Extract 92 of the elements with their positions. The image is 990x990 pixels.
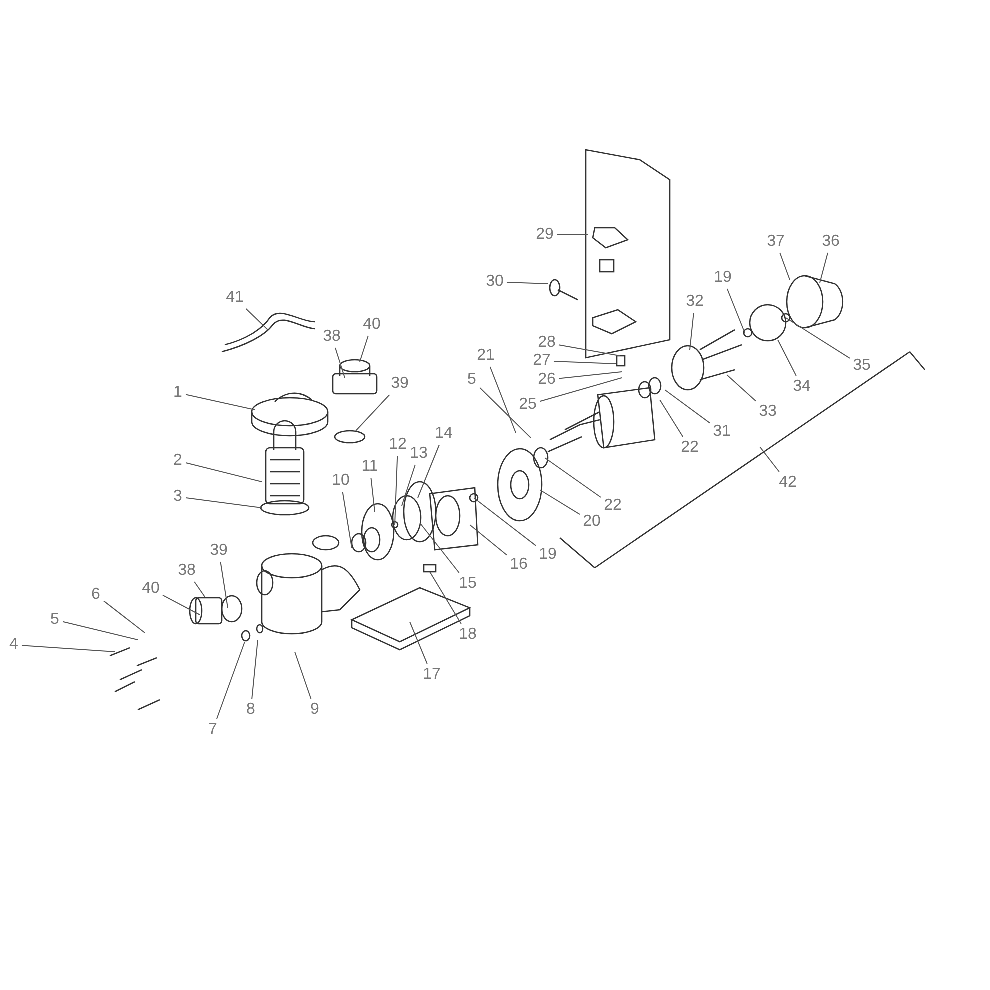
callout-number: 27 — [532, 352, 552, 370]
callout-number: 7 — [207, 721, 219, 739]
leader-line — [506, 282, 548, 284]
callout-number: 15 — [458, 575, 478, 593]
leader-line — [246, 308, 268, 330]
leader-line — [418, 444, 440, 498]
callout-number: 1 — [172, 384, 184, 402]
callout-number: 39 — [390, 375, 410, 393]
leader-line — [786, 318, 850, 359]
leader-line — [360, 336, 369, 362]
callout-number: 14 — [434, 425, 454, 443]
leader-line — [410, 622, 428, 664]
leader-line — [252, 640, 258, 700]
leader-line — [558, 344, 620, 356]
leader-line — [544, 458, 602, 498]
callout-number: 22 — [680, 439, 700, 457]
leader-line — [660, 400, 684, 438]
leader-line — [820, 252, 828, 284]
leader-line — [540, 490, 580, 516]
leader-line — [490, 366, 516, 434]
leader-line — [726, 288, 746, 334]
leader-line — [554, 361, 616, 364]
leader-line — [760, 446, 780, 472]
callout-number: 6 — [90, 586, 102, 604]
callout-number: 5 — [466, 371, 478, 389]
callout-number: 26 — [537, 371, 557, 389]
leader-line — [540, 378, 622, 402]
callout-number: 31 — [712, 423, 732, 441]
leader-line — [356, 394, 390, 432]
leader-line — [194, 582, 206, 598]
callout-number: 42 — [778, 474, 798, 492]
leader-line — [420, 522, 460, 574]
leader-line — [470, 524, 508, 556]
callout-number: 35 — [852, 357, 872, 375]
leader-line — [370, 478, 376, 512]
callout-number: 28 — [537, 334, 557, 352]
callout-number: 10 — [331, 472, 351, 490]
leader-line — [558, 372, 622, 380]
leader-line — [162, 594, 200, 616]
leader-line — [556, 234, 588, 236]
leader-line — [690, 312, 694, 350]
callout-number: 30 — [485, 273, 505, 291]
callout-number: 13 — [409, 445, 429, 463]
callout-number: 41 — [225, 289, 245, 307]
leader-line — [726, 374, 756, 402]
leader-line — [186, 394, 256, 410]
leader-line — [104, 600, 146, 634]
leader-line — [62, 621, 138, 640]
callout-number: 32 — [685, 293, 705, 311]
leader-line — [216, 642, 246, 720]
callout-number: 38 — [322, 328, 342, 346]
callout-number: 38 — [177, 562, 197, 580]
leader-line — [22, 645, 116, 652]
callout-number: 8 — [245, 701, 257, 719]
callout-number: 40 — [362, 316, 382, 334]
callout-number: 39 — [209, 542, 229, 560]
callout-number: 20 — [582, 513, 602, 531]
callout-number: 5 — [49, 611, 61, 629]
callout-number: 4 — [8, 636, 20, 654]
leader-line — [402, 464, 416, 506]
leader-line — [335, 348, 346, 378]
callout-number: 3 — [172, 488, 184, 506]
callout-number: 19 — [538, 546, 558, 564]
callout-number: 33 — [758, 403, 778, 421]
leader-line — [474, 498, 536, 546]
leader-line — [186, 462, 262, 482]
leader-line — [342, 492, 352, 548]
callout-number: 2 — [172, 452, 184, 470]
callout-number: 18 — [458, 626, 478, 644]
leader-line — [294, 652, 312, 700]
leader-line — [480, 387, 532, 438]
callout-number: 17 — [422, 666, 442, 684]
leader-line — [778, 340, 797, 376]
callout-number: 34 — [792, 378, 812, 396]
callout-number: 37 — [766, 233, 786, 251]
callout-number: 12 — [388, 436, 408, 454]
callout-number: 25 — [518, 396, 538, 414]
leader-line — [780, 252, 790, 280]
leader-line — [430, 572, 462, 624]
callout-number: 22 — [603, 497, 623, 515]
leader-line — [394, 456, 398, 526]
callout-number: 9 — [309, 701, 321, 719]
leader-line — [186, 498, 262, 508]
callout-number: 19 — [713, 269, 733, 287]
callout-number: 16 — [509, 556, 529, 574]
callout-number: 36 — [821, 233, 841, 251]
callout-number: 29 — [535, 226, 555, 244]
leader-line — [220, 562, 228, 608]
callout-number: 40 — [141, 580, 161, 598]
callout-number: 11 — [360, 458, 380, 476]
callout-number: 21 — [476, 347, 496, 365]
leader-line — [664, 390, 710, 424]
